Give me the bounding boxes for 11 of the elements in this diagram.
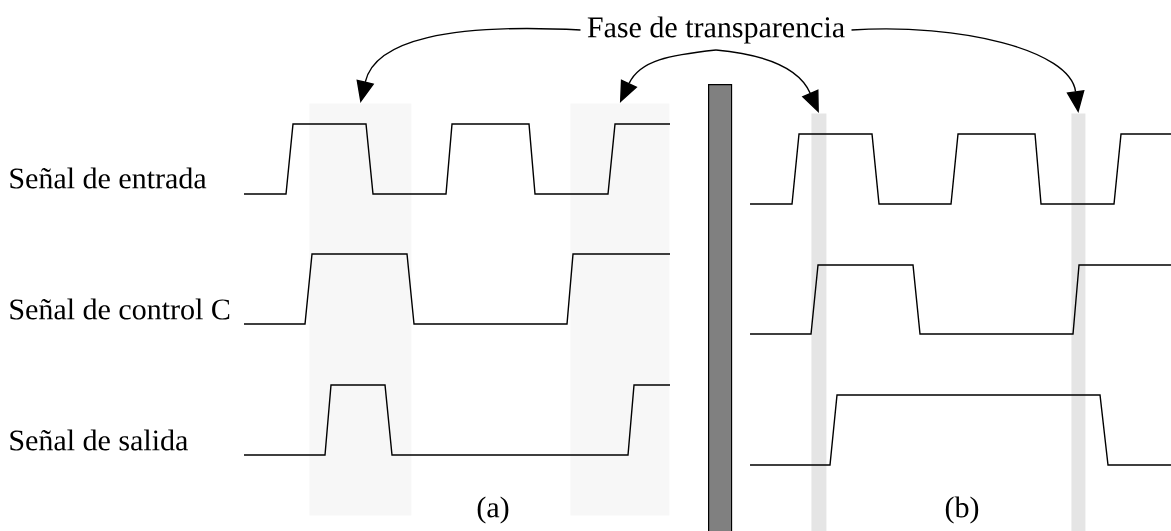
signal-label: Señal de entrada [10, 167, 207, 189]
panel-label: (a) [477, 496, 509, 524]
panel-label: (b) [945, 496, 979, 524]
separator-bar [708, 84, 733, 531]
heading-label: Fase de transparencia [587, 16, 845, 44]
shaded-band [811, 113, 827, 531]
shaded-band [570, 103, 670, 516]
shaded-band [1071, 113, 1086, 531]
shaded-band [309, 103, 412, 516]
signal-label: Señal de salida [10, 429, 188, 451]
signal-label: Señal de control C [10, 298, 230, 320]
